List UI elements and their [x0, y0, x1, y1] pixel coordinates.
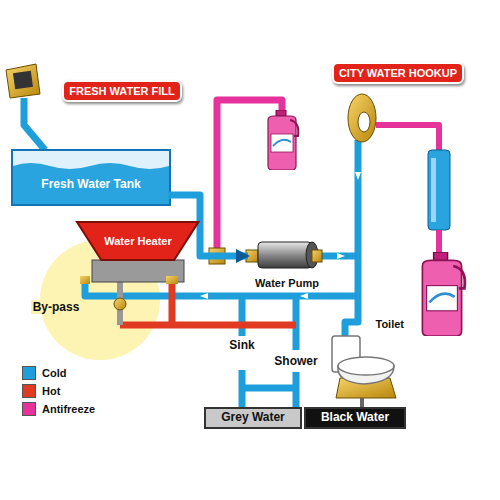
water-heater: Water Heater [77, 222, 198, 260]
node-label: Black Water [321, 411, 389, 425]
legend-swatch [22, 384, 36, 398]
shower-label: Shower [272, 354, 319, 368]
antifreeze-hose [436, 230, 442, 252]
toilet-fixture [332, 336, 396, 398]
node-label: Fresh Water Tank [41, 178, 140, 192]
node-label: Water Heater [104, 235, 171, 248]
black-water-tank: Black Water [304, 407, 406, 429]
node-label: Water Pump [255, 277, 319, 290]
antifreeze-hose [376, 125, 439, 150]
city-water-fixture [348, 94, 376, 142]
node-label: Grey Water [221, 411, 285, 425]
fresh-water-tank: Fresh Water Tank [14, 168, 168, 202]
sink-label: Sink [227, 338, 256, 352]
legend-entry: Antifreeze [22, 402, 95, 416]
legend-entry: Cold [22, 366, 66, 380]
node-label: FRESH WATER FILL [69, 85, 175, 98]
node-label: Toilet [375, 318, 404, 331]
node-label: CITY WATER HOOKUP [339, 67, 457, 80]
legend-swatch [22, 402, 36, 416]
water-heater-body [80, 260, 184, 284]
water-pump: Water Pump [248, 236, 326, 290]
fill-label-box: FRESH WATER FILL [62, 80, 182, 102]
grey-water-tank: Grey Water [204, 407, 302, 429]
legend-entry: Hot [22, 384, 60, 398]
fill-inlet [6, 64, 45, 150]
antifreeze-jug [268, 110, 298, 170]
toilet-drain [360, 398, 364, 407]
legend-text: Cold [42, 367, 66, 379]
toilet: Toilet [318, 318, 408, 398]
inline-filter [428, 150, 450, 230]
legend-text: Antifreeze [42, 403, 95, 415]
legend-swatch [22, 366, 36, 380]
legend-text: Hot [42, 385, 60, 397]
fresh-water-tank [12, 150, 170, 205]
hookup-label-box: CITY WATER HOOKUP [332, 62, 464, 84]
flow-arrows [200, 172, 361, 299]
bypass-valve [114, 298, 126, 310]
antifreeze-jug [422, 252, 464, 336]
bypass-label: By-pass [31, 300, 82, 314]
